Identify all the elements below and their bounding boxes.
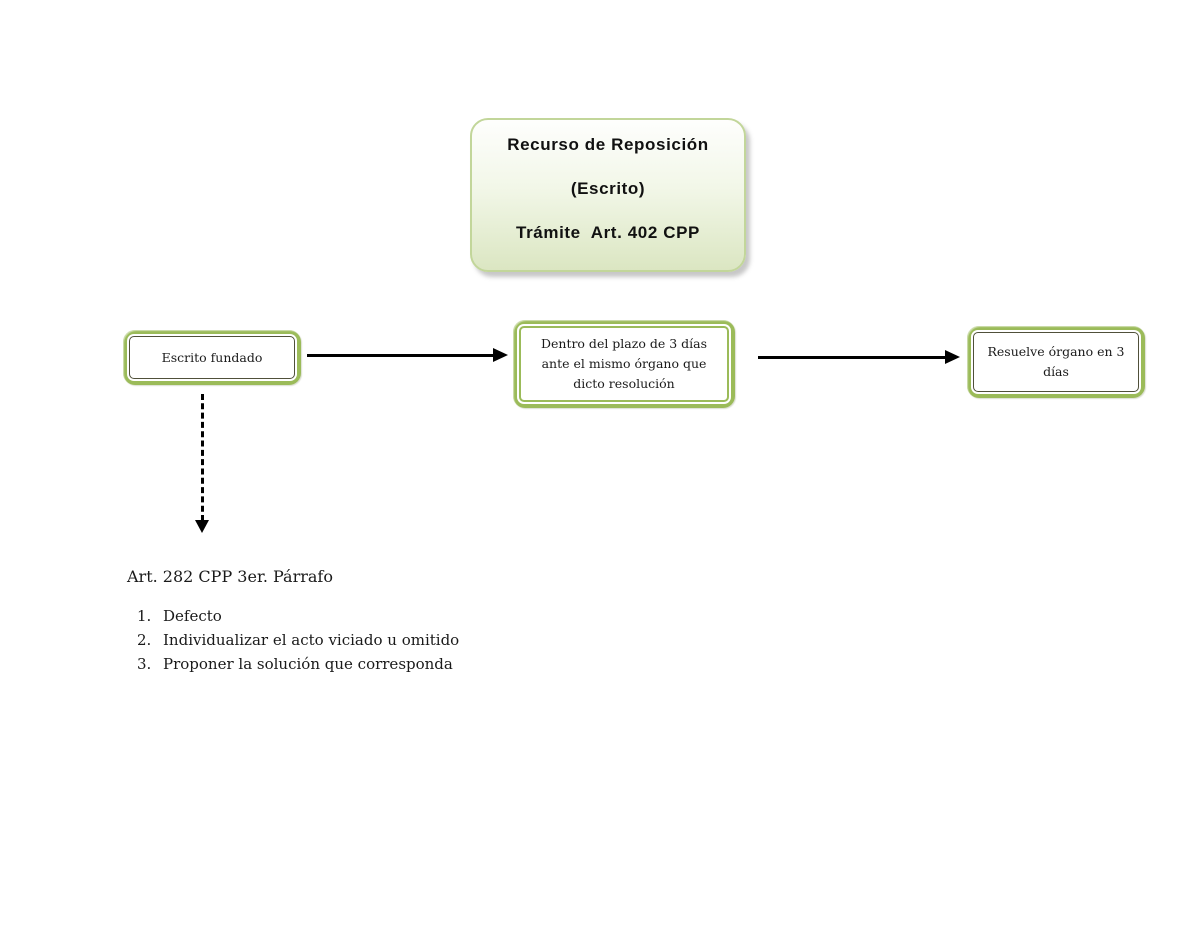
note-item: 1. Defecto bbox=[137, 607, 459, 625]
note-item-text: Defecto bbox=[163, 607, 222, 625]
note-item-number: 3. bbox=[137, 655, 152, 673]
note-item-text: Individualizar el acto viciado u omitido bbox=[163, 631, 460, 649]
flow-node-label-line-2: ante el mismo órgano que bbox=[541, 356, 707, 371]
note-item-number: 1. bbox=[137, 607, 152, 625]
flow-node-resuelve-organo: Resuelve órgano en 3 días bbox=[967, 326, 1145, 398]
flow-node-escrito-fundado: Escrito fundado bbox=[123, 330, 301, 385]
note-item: 3. Proponer la solución que corresponda bbox=[137, 655, 459, 673]
arrowhead-down-icon bbox=[194, 520, 209, 533]
flow-node-inner: Dentro del plazo de 3 días ante el mismo… bbox=[519, 326, 729, 402]
flow-node-label-line-2: días bbox=[1043, 364, 1069, 379]
flow-node-label-line-3: dicto resolución bbox=[573, 376, 675, 391]
title-line-3: Trámite Art. 402 CPP bbox=[516, 223, 700, 242]
dashed-arrow-escrito-to-note bbox=[194, 394, 209, 533]
arrowhead-right-icon bbox=[493, 348, 508, 362]
flow-node-inner: Escrito fundado bbox=[129, 336, 295, 379]
note-item-text: Proponer la solución que corresponda bbox=[163, 655, 453, 673]
note-item-number: 2. bbox=[137, 631, 152, 649]
note-list: 1. Defecto 2. Individualizar el acto vic… bbox=[137, 607, 459, 673]
flow-node-label-line-1: Resuelve órgano en 3 bbox=[987, 344, 1125, 359]
arrow-escrito-to-plazo bbox=[307, 348, 508, 362]
flow-node-label-line-1: Dentro del plazo de 3 días bbox=[540, 336, 708, 351]
title-line-1: Recurso de Reposición bbox=[507, 135, 709, 154]
flow-node-inner: Resuelve órgano en 3 días bbox=[973, 332, 1139, 392]
note-heading: Art. 282 CPP 3er. Párrafo bbox=[127, 567, 333, 586]
note-item: 2. Individualizar el acto viciado u omit… bbox=[137, 631, 459, 649]
title-line-2: (Escrito) bbox=[570, 179, 646, 198]
title-box: Recurso de Reposición (Escrito) Trámite … bbox=[470, 118, 746, 272]
flow-node-plazo-3-dias: Dentro del plazo de 3 días ante el mismo… bbox=[513, 320, 735, 408]
flow-node-label: Escrito fundado bbox=[161, 349, 263, 365]
arrowhead-right-icon bbox=[945, 350, 960, 364]
arrow-plazo-to-resuelve bbox=[758, 350, 960, 364]
